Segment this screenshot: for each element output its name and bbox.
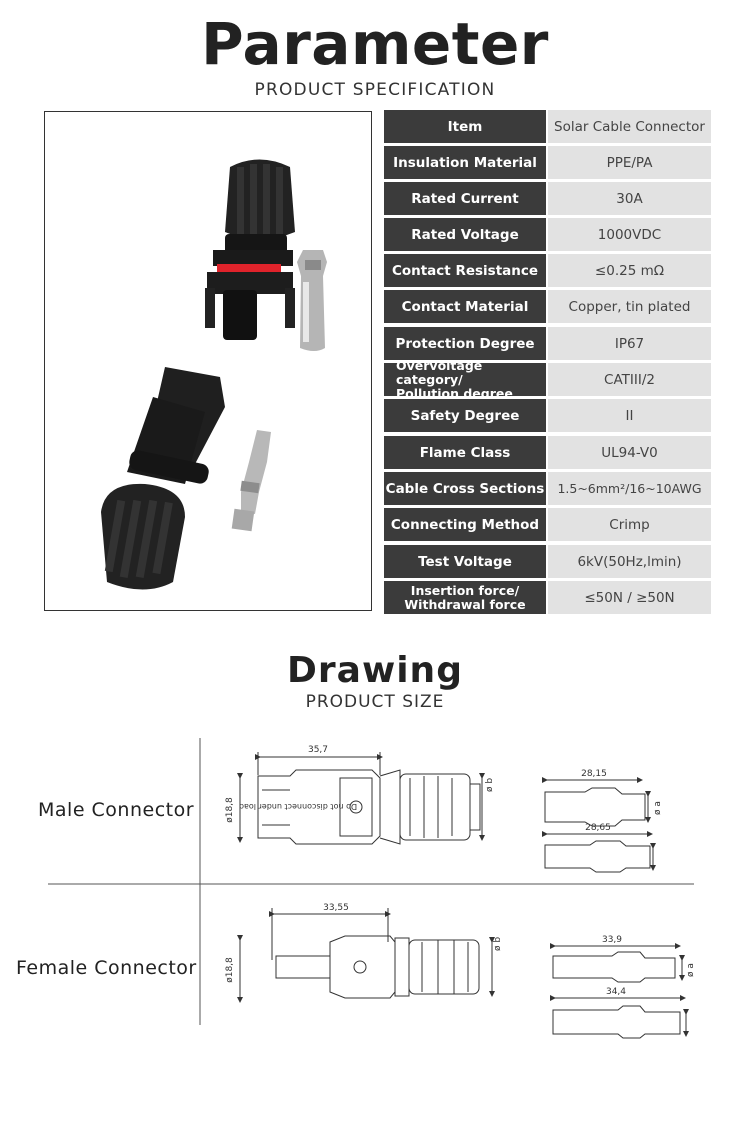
spec-row: Rated Voltage 1000VDC <box>384 218 711 251</box>
spec-value: CATIII/2 <box>548 363 711 396</box>
male-b-dim: ø b <box>485 778 495 792</box>
page-subtitle: PRODUCT SPECIFICATION <box>254 80 496 100</box>
spec-row: Contact Resistance ≤0.25 mΩ <box>384 254 711 287</box>
spec-row: Insulation Material PPE/PA <box>384 146 711 179</box>
dimension-drawing: 35,7 ø18,8 ø b 28,15 28,65 ø a Do not di… <box>48 738 696 1039</box>
spec-label: Contact Material <box>384 290 546 323</box>
spec-row: Overvoltage category/ Pollution degree C… <box>384 358 711 400</box>
female-a-dim: ø a <box>686 963 696 977</box>
drawing-title: Drawing <box>287 650 463 691</box>
spec-label: Overvoltage category/ Pollution degree <box>384 358 546 400</box>
spec-label: Protection Degree <box>384 327 546 360</box>
female-pin-image <box>231 430 271 532</box>
male-a-dim: ø a <box>653 801 663 815</box>
drawing-subtitle: PRODUCT SIZE <box>305 692 445 712</box>
female-pin2-dim: 34,4 <box>606 987 626 997</box>
male-dia-dim: ø18,8 <box>225 797 235 823</box>
spec-value: UL94-V0 <box>548 436 711 469</box>
spec-label: Rated Current <box>384 182 546 215</box>
spec-value: Crimp <box>548 508 711 541</box>
spec-value: 6kV(50Hz,lmin) <box>548 545 711 578</box>
spec-value: IP67 <box>548 327 711 360</box>
female-b-dim: ø b <box>493 937 503 951</box>
connector-illustration <box>101 159 327 590</box>
spec-row: Insertion force/ Withdrawal force ≤50N /… <box>384 581 711 614</box>
spec-label: Flame Class <box>384 436 546 469</box>
product-photo <box>44 111 372 611</box>
spec-value: ≤50N / ≥50N <box>548 581 711 614</box>
male-dimension-labels: 35,7 ø18,8 ø b 28,15 28,65 ø a Do not di… <box>225 745 663 833</box>
male-length-dim: 35,7 <box>308 745 328 755</box>
spec-value: 30A <box>548 182 711 215</box>
spec-label: Cable Cross Sections <box>384 472 546 505</box>
male-drawing <box>237 752 656 873</box>
male-connector-label: Male Connector <box>38 799 195 821</box>
spec-row: Rated Current 30A <box>384 182 711 215</box>
male-pin2-dim: 28,65 <box>585 823 611 833</box>
spec-label: Connecting Method <box>384 508 546 541</box>
spec-row: Flame Class UL94-V0 <box>384 436 711 469</box>
spec-value: Copper, tin plated <box>548 290 711 323</box>
spec-row: Test Voltage 6kV(50Hz,lmin) <box>384 545 711 578</box>
spec-label: Safety Degree <box>384 399 546 432</box>
spec-row: Cable Cross Sections 1.5~6mm²/16~10AWG <box>384 472 711 505</box>
spec-value: 1.5~6mm²/16~10AWG <box>548 472 711 505</box>
spec-row: Protection Degree IP67 <box>384 327 711 360</box>
female-drawing <box>237 908 689 1039</box>
female-pin1-dim: 33,9 <box>602 935 622 945</box>
spec-row: Item Solar Cable Connector <box>384 110 711 143</box>
male-pin1-dim: 28,15 <box>581 769 607 779</box>
female-dimension-labels: 33,55 ø18,8 ø b 33,9 34,4 ø a <box>225 903 696 997</box>
spec-value: II <box>548 399 711 432</box>
spec-value: ≤0.25 mΩ <box>548 254 711 287</box>
spec-label: Test Voltage <box>384 545 546 578</box>
female-connector-image <box>101 367 225 590</box>
spec-row: Safety Degree II <box>384 399 711 432</box>
spec-row: Connecting Method Crimp <box>384 508 711 541</box>
spec-value: Solar Cable Connector <box>548 110 711 143</box>
spec-value: PPE/PA <box>548 146 711 179</box>
spec-value: 1000VDC <box>548 218 711 251</box>
page-title: Parameter <box>201 10 549 78</box>
spec-label: Rated Voltage <box>384 218 546 251</box>
spec-label: Item <box>384 110 546 143</box>
male-body-text: Do not disconnect under load <box>239 802 357 811</box>
male-pin-image <box>297 250 327 351</box>
female-length-dim: 33,55 <box>323 903 349 913</box>
spec-label: Contact Resistance <box>384 254 546 287</box>
spec-row: Contact Material Copper, tin plated <box>384 290 711 323</box>
spec-label: Insulation Material <box>384 146 546 179</box>
spec-label: Insertion force/ Withdrawal force <box>384 581 546 614</box>
male-connector-image <box>205 159 295 340</box>
female-dia-dim: ø18,8 <box>225 957 235 983</box>
female-connector-label: Female Connector <box>16 957 197 979</box>
